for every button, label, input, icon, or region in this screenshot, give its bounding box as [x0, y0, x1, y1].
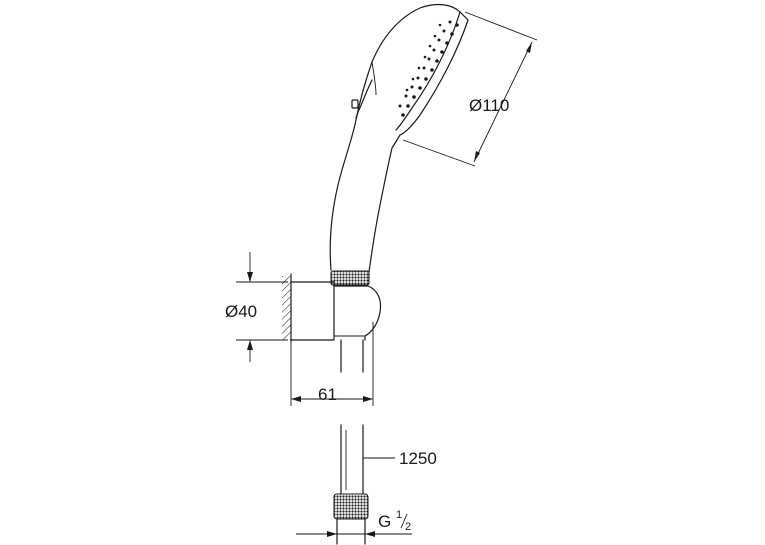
hose-nut: [333, 493, 369, 520]
label-hose-length: 1250: [399, 449, 437, 468]
dim-holder-diameter: [236, 252, 288, 362]
shower-head-face: [399, 19, 469, 136]
spray-nozzles: [398, 20, 459, 117]
holder-body: [290, 281, 335, 341]
spray-selector-button: [355, 79, 373, 119]
hand-shower: [329, 3, 469, 273]
label-projection: 61: [318, 385, 337, 404]
wall-holder: [282, 273, 382, 373]
label-thread-numerator: 1: [396, 509, 402, 521]
shower-head-rim: [395, 11, 461, 131]
dim-thread: [296, 531, 412, 537]
label-thread-prefix: G: [378, 512, 391, 531]
handle-inner-line: [371, 61, 377, 96]
wall-hatch: [282, 276, 291, 340]
label-head-diameter: Ø110: [469, 96, 509, 115]
handle-knurl: [330, 270, 370, 286]
holder-clamp: [364, 285, 382, 341]
dim-head-diameter: [402, 11, 538, 167]
thread-fraction-slash: [400, 513, 408, 529]
dim-projection: [290, 322, 374, 406]
hose-end: [333, 424, 369, 545]
hand-shower-body-right: [368, 134, 401, 273]
label-thread-denominator: 2: [405, 521, 411, 533]
label-holder-diameter: Ø40: [225, 302, 257, 321]
hand-shower-body: [329, 3, 469, 271]
selector-knob: [351, 99, 359, 109]
